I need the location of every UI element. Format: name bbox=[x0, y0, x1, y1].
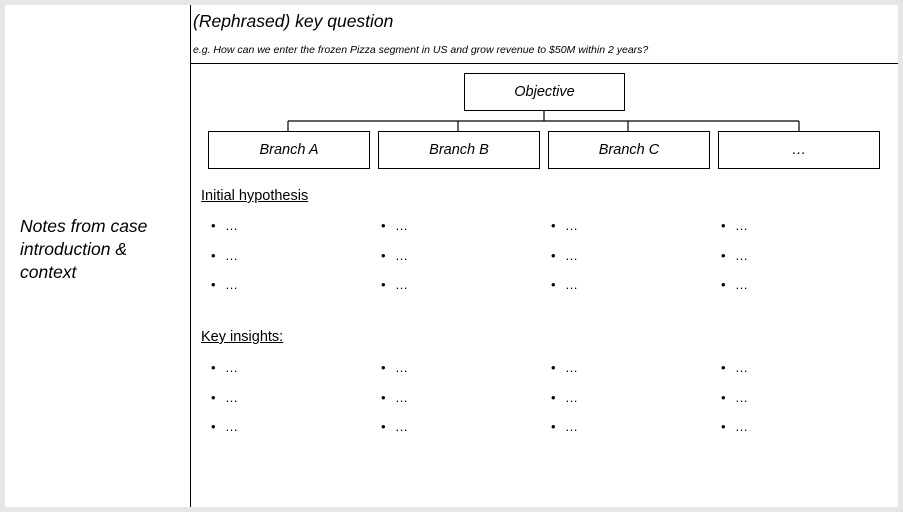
bullet-dot: • bbox=[381, 277, 386, 292]
insight-bullet: •… bbox=[381, 390, 408, 405]
bullet-text: … bbox=[395, 277, 408, 292]
hypothesis-bullet: •… bbox=[551, 218, 578, 233]
hypothesis-heading: Initial hypothesis bbox=[201, 188, 309, 204]
hypothesis-bullet: •… bbox=[211, 248, 238, 263]
bullet-dot: • bbox=[551, 390, 556, 405]
bullet-text: … bbox=[735, 277, 748, 292]
vertical-divider bbox=[190, 5, 191, 507]
insight-bullet: •… bbox=[381, 419, 408, 434]
bullet-text: … bbox=[395, 390, 408, 405]
hypothesis-bullet: •… bbox=[381, 218, 408, 233]
bullet-dot: • bbox=[721, 360, 726, 375]
insight-bullet: •… bbox=[551, 419, 578, 434]
header-divider bbox=[190, 63, 898, 64]
hypothesis-bullet: •… bbox=[551, 277, 578, 292]
branch-b-box: Branch B bbox=[378, 131, 540, 169]
bullet-text: … bbox=[225, 277, 238, 292]
bullet-text: … bbox=[565, 419, 578, 434]
bullet-dot: • bbox=[721, 390, 726, 405]
hypothesis-bullet: •… bbox=[211, 277, 238, 292]
hypothesis-bullet: •… bbox=[721, 248, 748, 263]
bullet-dot: • bbox=[551, 360, 556, 375]
bullet-dot: • bbox=[211, 248, 216, 263]
bullet-dot: • bbox=[721, 277, 726, 292]
bullet-text: … bbox=[225, 248, 238, 263]
bullet-text: … bbox=[395, 419, 408, 434]
bullet-text: … bbox=[735, 360, 748, 375]
hypothesis-bullet: •… bbox=[211, 218, 238, 233]
bullet-dot: • bbox=[721, 248, 726, 263]
insight-bullet: •… bbox=[551, 390, 578, 405]
slide-page: Notes from case introduction & context (… bbox=[5, 5, 898, 507]
key-question-title: (Rephrased) key question bbox=[193, 11, 394, 31]
hypothesis-bullet: •… bbox=[721, 218, 748, 233]
branch-d-box: … bbox=[718, 131, 880, 169]
bullet-text: … bbox=[395, 218, 408, 233]
bullet-text: … bbox=[735, 218, 748, 233]
bullet-text: … bbox=[225, 419, 238, 434]
bullet-dot: • bbox=[211, 390, 216, 405]
key-question-example: e.g. How can we enter the frozen Pizza s… bbox=[193, 44, 649, 56]
bullet-text: … bbox=[565, 248, 578, 263]
insight-bullet: •… bbox=[721, 419, 748, 434]
bullet-dot: • bbox=[551, 218, 556, 233]
bullet-text: … bbox=[735, 419, 748, 434]
bullet-text: … bbox=[395, 360, 408, 375]
bullet-dot: • bbox=[721, 218, 726, 233]
bullet-text: … bbox=[225, 218, 238, 233]
insight-bullet: •… bbox=[211, 419, 238, 434]
bullet-text: … bbox=[565, 390, 578, 405]
notes-text: Notes from case introduction & context bbox=[20, 216, 148, 282]
bullet-text: … bbox=[565, 218, 578, 233]
bullet-dot: • bbox=[551, 419, 556, 434]
bullet-dot: • bbox=[551, 277, 556, 292]
bullet-dot: • bbox=[211, 360, 216, 375]
bullet-text: … bbox=[225, 360, 238, 375]
bullet-dot: • bbox=[211, 218, 216, 233]
bullet-dot: • bbox=[381, 218, 386, 233]
bullet-text: … bbox=[565, 360, 578, 375]
hypothesis-bullet: •… bbox=[381, 277, 408, 292]
bullet-dot: • bbox=[381, 248, 386, 263]
bullet-text: … bbox=[395, 248, 408, 263]
branch-c-box: Branch C bbox=[548, 131, 710, 169]
bullet-text: … bbox=[565, 277, 578, 292]
hypothesis-bullet: •… bbox=[381, 248, 408, 263]
hypothesis-bullet: •… bbox=[721, 277, 748, 292]
bullet-dot: • bbox=[211, 419, 216, 434]
branch-a-box: Branch A bbox=[208, 131, 370, 169]
insight-bullet: •… bbox=[551, 360, 578, 375]
insight-bullet: •… bbox=[721, 360, 748, 375]
objective-box: Objective bbox=[464, 73, 625, 111]
insight-bullet: •… bbox=[211, 390, 238, 405]
bullet-text: … bbox=[735, 390, 748, 405]
bullet-dot: • bbox=[211, 277, 216, 292]
tree-connectors bbox=[287, 111, 800, 131]
bullet-dot: • bbox=[721, 419, 726, 434]
bullet-dot: • bbox=[551, 248, 556, 263]
insight-bullet: •… bbox=[721, 390, 748, 405]
insights-heading: Key insights: bbox=[201, 329, 284, 345]
insight-bullet: •… bbox=[381, 360, 408, 375]
bullet-dot: • bbox=[381, 390, 386, 405]
bullet-dot: • bbox=[381, 419, 386, 434]
hypothesis-bullet: •… bbox=[551, 248, 578, 263]
bullet-text: … bbox=[735, 248, 748, 263]
bullet-text: … bbox=[225, 390, 238, 405]
bullet-dot: • bbox=[381, 360, 386, 375]
insight-bullet: •… bbox=[211, 360, 238, 375]
